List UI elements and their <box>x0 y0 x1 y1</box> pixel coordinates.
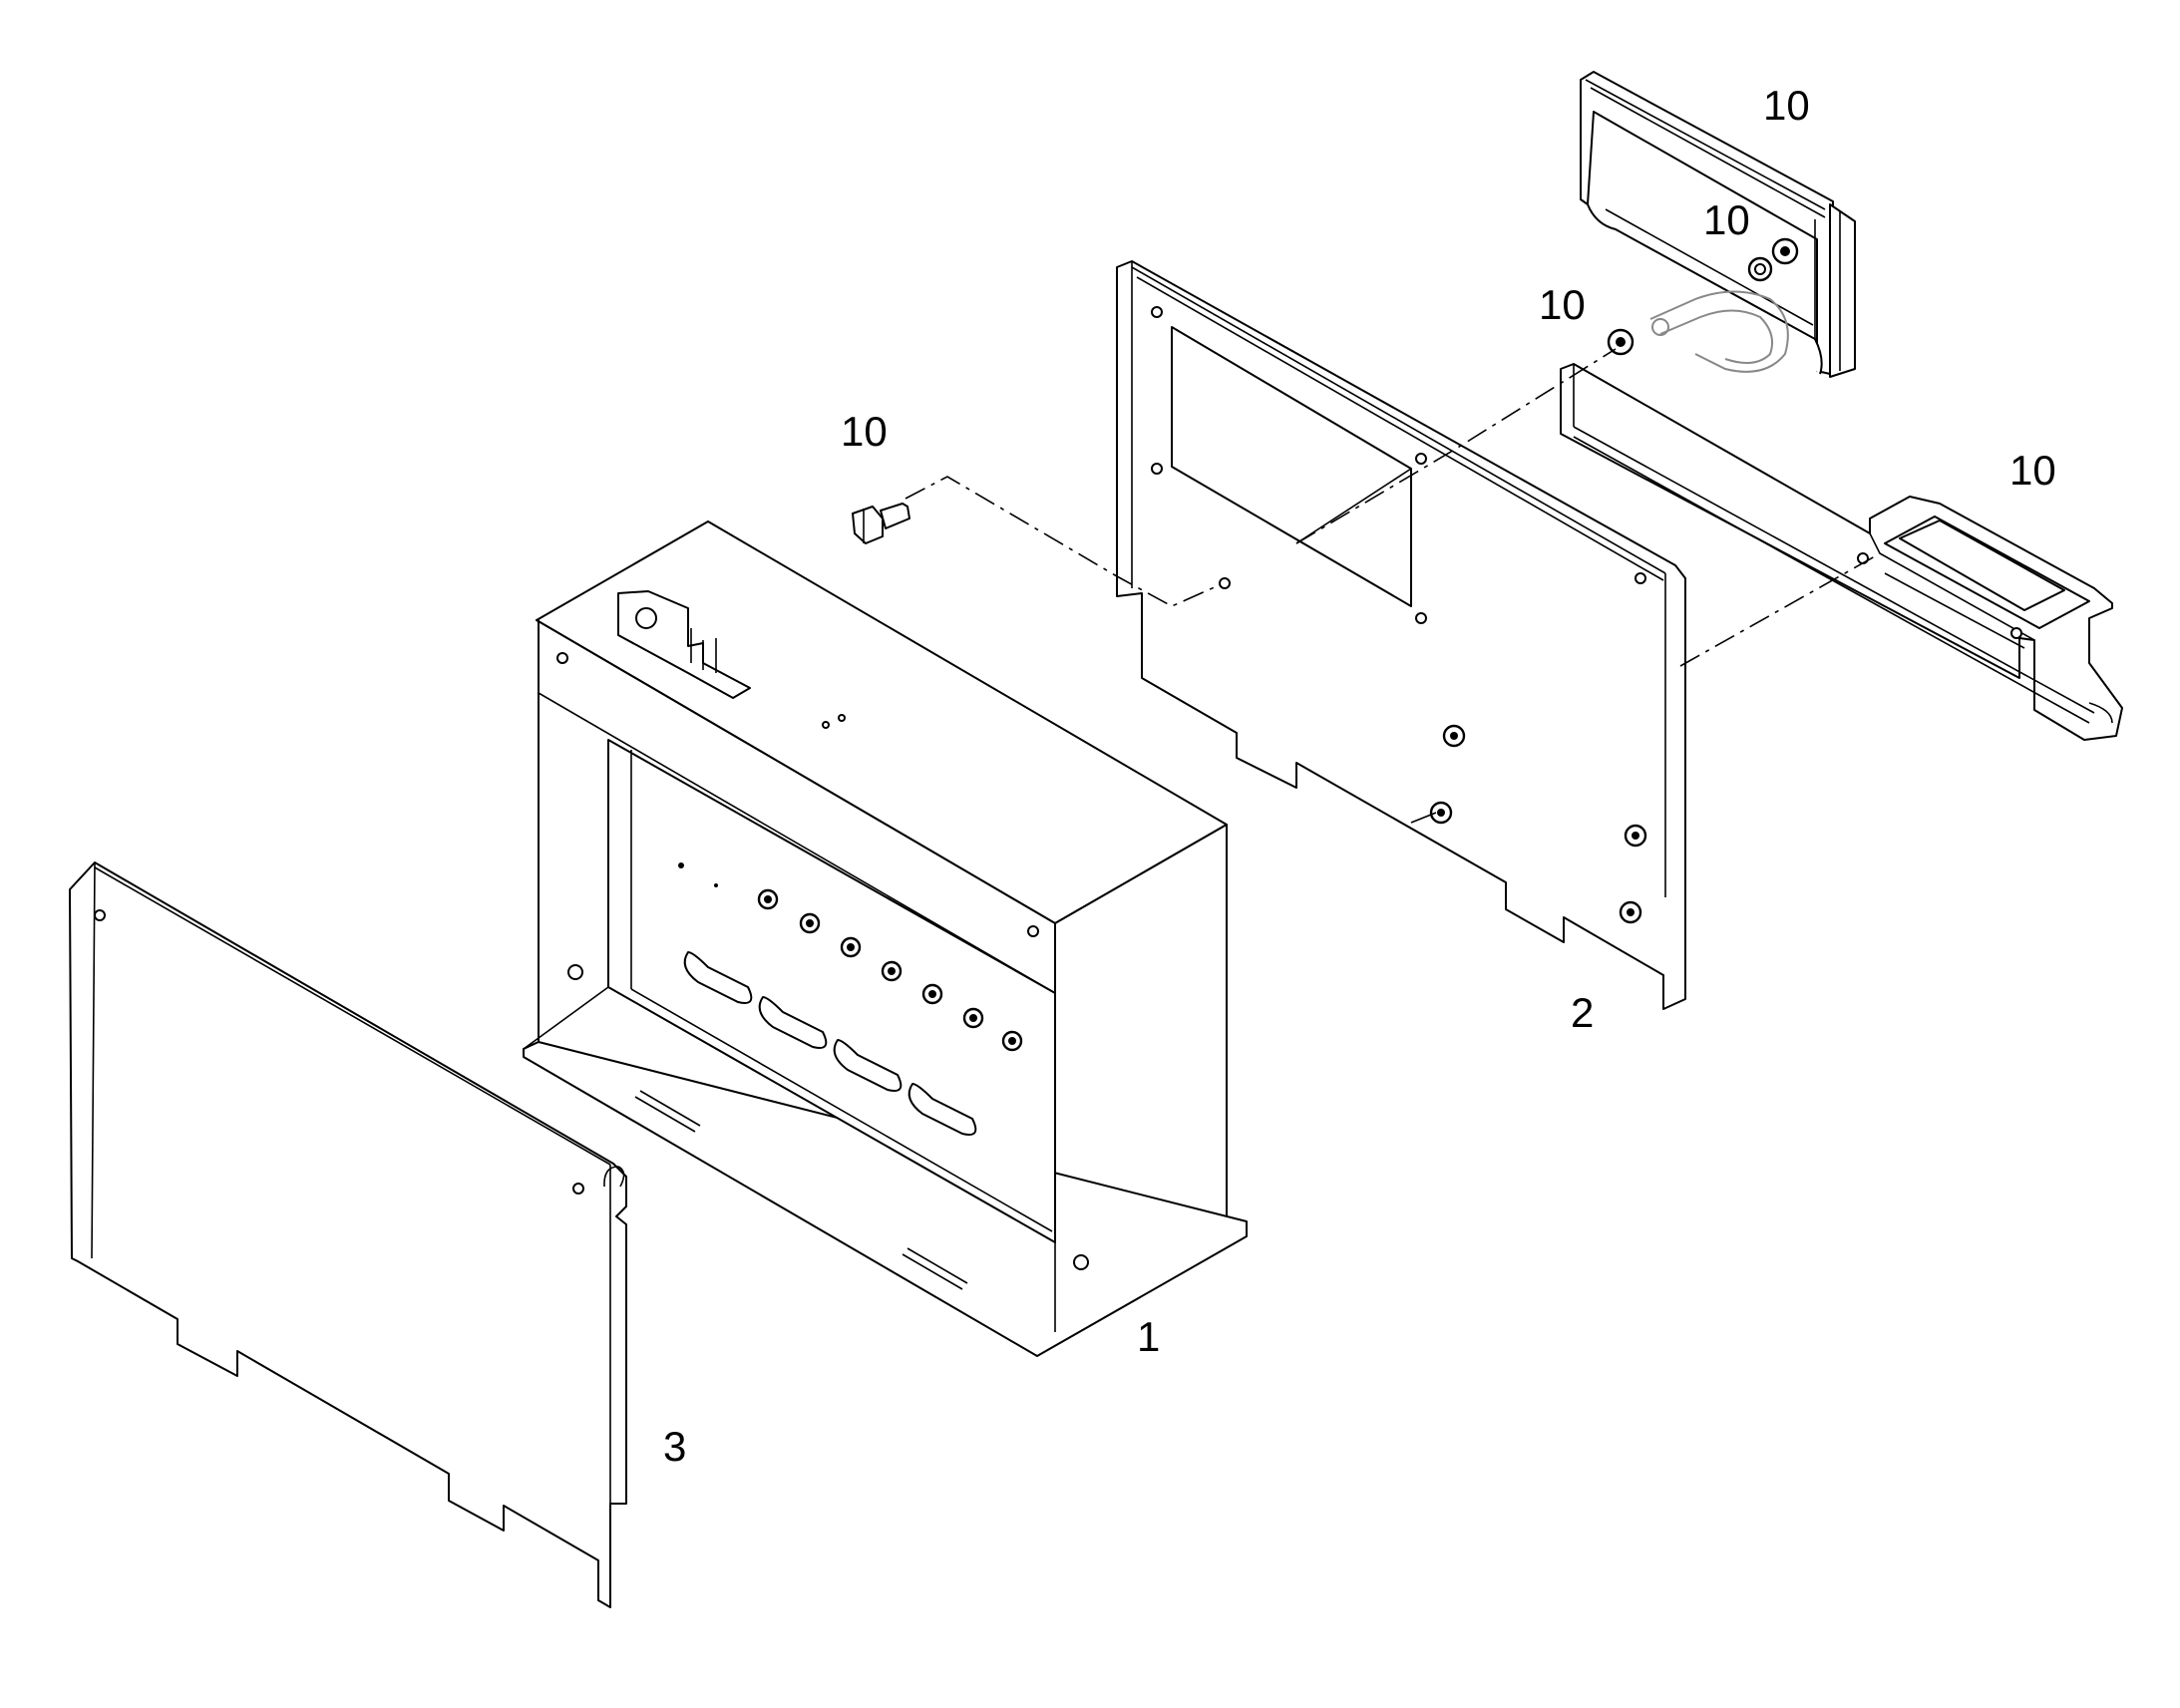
callout-labels: 1 2 3 10 10 10 10 10 <box>663 82 2056 1470</box>
callout-back-panel: 2 <box>1571 989 1594 1036</box>
bolt-hardware <box>852 503 910 544</box>
cable-clamp <box>1649 290 1789 373</box>
assembly-leader-lines <box>905 348 1876 667</box>
rail-bracket-hardware <box>1560 363 2123 741</box>
callout-top-bracket: 10 <box>1763 82 1810 129</box>
enclosure-box <box>523 520 1248 1357</box>
callout-bolt: 10 <box>841 408 888 455</box>
callout-base-box: 1 <box>1137 1313 1160 1360</box>
box-nut-row <box>757 888 1023 1052</box>
back-panel-nuts <box>1429 724 1647 924</box>
front-cover-panel <box>69 861 627 1608</box>
top-bracket-hardware <box>1580 71 1856 378</box>
callout-rail-bracket: 10 <box>2009 447 2056 494</box>
box-knockouts <box>683 951 977 1136</box>
callout-single-nut: 10 <box>1539 281 1586 328</box>
callout-bracket-nuts: 10 <box>1703 196 1750 243</box>
bracket-nuts-hardware <box>1747 237 1799 282</box>
back-panel <box>1116 260 1686 1010</box>
single-nut-hardware <box>1607 328 1635 356</box>
callout-front-cover: 3 <box>663 1423 686 1470</box>
